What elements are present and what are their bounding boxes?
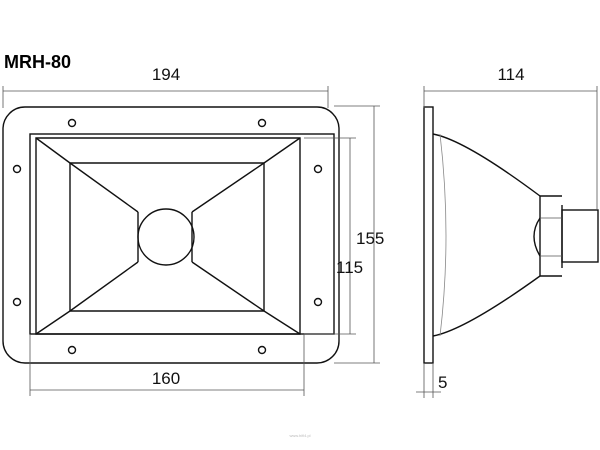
throat-curve xyxy=(533,217,541,257)
horn-walls xyxy=(35,137,301,335)
mounting-holes xyxy=(12,118,323,355)
dimension-width-label: 194 xyxy=(152,65,180,84)
dimension-inner-width: 160 xyxy=(29,334,305,396)
dimension-inner-height-label: 115 xyxy=(336,258,363,277)
mounting-hole xyxy=(12,297,22,307)
watermark: www.hifi4.pl xyxy=(289,433,310,438)
mounting-hole xyxy=(12,164,22,174)
flange-opening xyxy=(29,133,335,335)
horn-body-bottom xyxy=(432,275,541,337)
throat-frame xyxy=(69,162,265,312)
horn-body-inner-line xyxy=(439,133,447,337)
dimension-depth: 114 xyxy=(423,65,598,210)
mounting-hole xyxy=(67,118,77,128)
dimension-width: 194 xyxy=(2,65,329,108)
mounting-hole xyxy=(67,345,77,355)
dimension-height-label: 155 xyxy=(356,229,384,248)
side-flange xyxy=(423,106,434,364)
mounting-hole xyxy=(257,345,267,355)
dimension-height: 155 xyxy=(334,105,384,364)
model-title: MRH-80 xyxy=(4,52,71,72)
horn-body-top xyxy=(432,133,541,197)
throat-circle xyxy=(137,208,195,266)
dimension-depth-label: 114 xyxy=(497,65,524,84)
dimension-inner-width-label: 160 xyxy=(152,369,180,388)
outer-flange xyxy=(2,106,340,364)
driver-mount xyxy=(561,209,599,263)
dimension-inner-height: 115 xyxy=(304,137,363,335)
dimension-flange-thickness-label: 5 xyxy=(438,373,447,392)
mounting-hole xyxy=(313,164,323,174)
mounting-hole xyxy=(313,297,323,307)
mounting-hole xyxy=(257,118,267,128)
side-view: 114 5 xyxy=(416,65,599,398)
front-view: 194 160 155 115 xyxy=(2,65,384,396)
dimension-flange-thickness: 5 xyxy=(416,363,447,398)
